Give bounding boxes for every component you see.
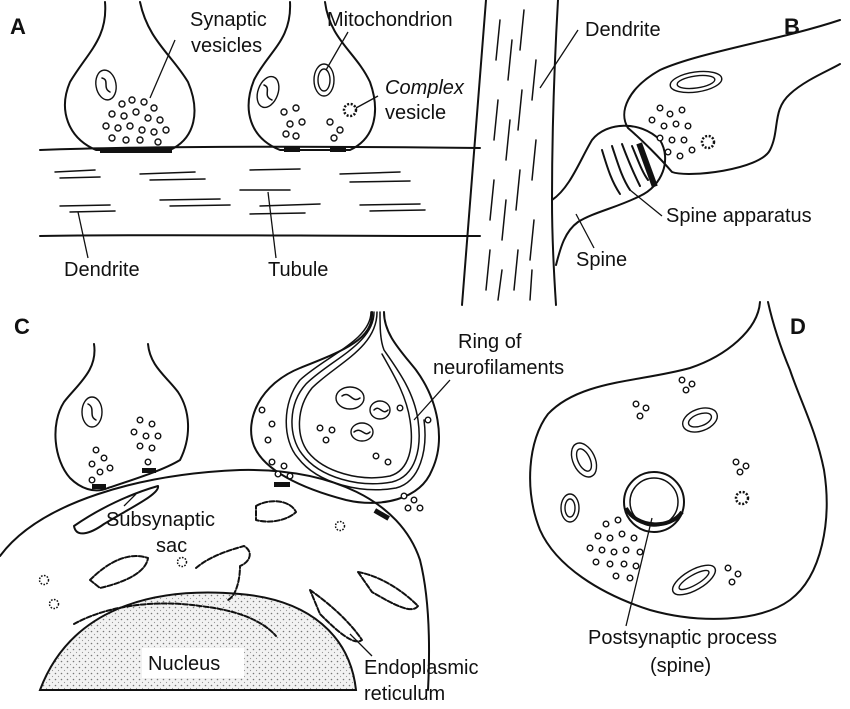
panel-a-mitochondrion-right-1 xyxy=(253,74,283,111)
panel-a-mitochondrion-right-2 xyxy=(314,64,334,96)
panel-b-vesicles xyxy=(649,105,695,159)
panel-d-letter: D xyxy=(790,314,806,339)
panel-a-vesicles-right xyxy=(281,105,343,141)
panel-c-vesicles-right xyxy=(259,405,431,511)
panel-a-synaptic-density-left xyxy=(100,148,172,153)
panel-a-pointer-tubule xyxy=(268,192,276,258)
panel-b-tubules xyxy=(486,10,536,300)
panel-a-label-complex-2: vesicle xyxy=(385,102,446,124)
panel-c-letter: C xyxy=(14,314,30,339)
panel-c-label-nucleus: Nucleus xyxy=(148,653,220,675)
panel-a-label-synaptic-2: vesicles xyxy=(191,35,262,57)
panel-c-synaptic-density-right-1 xyxy=(274,482,290,487)
panel-d-label-postsynaptic-1: Postsynaptic process xyxy=(588,627,777,649)
panel-c-label-er-1: Endoplasmic xyxy=(364,657,479,679)
panel-b-complex-vesicle xyxy=(702,136,714,148)
panel-b-mitochondrion xyxy=(669,68,723,95)
panel-a-label-mitochondrion: Mitochondrion xyxy=(327,9,453,31)
panel-b-label-spine-apparatus: Spine apparatus xyxy=(666,205,812,227)
panel-b-label-dendrite: Dendrite xyxy=(585,19,661,41)
panel-b-pointer-dendrite xyxy=(540,30,578,88)
panel-c-mitochondrion-right-2 xyxy=(370,401,390,419)
panel-c-synaptic-density-left-1 xyxy=(92,484,106,489)
panel-a-dendrite-shaft xyxy=(40,147,480,236)
panel-c-label-subsynaptic-2: sac xyxy=(156,535,187,557)
panel-a-pointer-mitochondrion xyxy=(326,32,348,70)
panel-d-mitochondrion-4 xyxy=(668,559,720,600)
panel-c-mitochondrion-right-1 xyxy=(336,387,364,409)
panel-a-vesicles-left xyxy=(103,97,169,145)
panel-b-label-spine: Spine xyxy=(576,249,627,271)
panel-c: C xyxy=(0,312,564,705)
panel-a-mitochondrion-left xyxy=(94,68,119,101)
panel-b: B xyxy=(462,0,840,305)
panel-a-label-tubule: Tubule xyxy=(268,259,328,281)
panel-d-mitochondrion-3 xyxy=(561,494,579,522)
panel-d-complex-vesicle xyxy=(736,492,748,504)
panel-a-terminal-left xyxy=(65,2,194,153)
panel-d-label-postsynaptic-2: (spine) xyxy=(650,655,711,677)
panel-a-label-complex-1: Complex xyxy=(385,77,465,99)
panel-b-terminal xyxy=(624,20,840,174)
panel-c-terminal-left xyxy=(55,344,188,490)
panel-d-postsynaptic-spine xyxy=(624,472,684,532)
panel-d: D xyxy=(530,302,826,677)
panel-c-terminal-right xyxy=(251,312,439,521)
panel-a-synaptic-density-right-1 xyxy=(284,147,300,152)
panel-d-mitochondrion-1 xyxy=(679,404,720,437)
panel-c-mitochondrion-right-3 xyxy=(351,423,373,441)
panel-a-letter: A xyxy=(10,14,26,39)
panel-a-tubules xyxy=(55,169,425,214)
panel-a-label-synaptic-1: Synaptic xyxy=(190,9,267,31)
panel-d-mitochondrion-2 xyxy=(566,439,601,481)
panel-c-label-subsynaptic-1: Subsynaptic xyxy=(106,509,215,531)
panel-a-complex-vesicle xyxy=(344,104,356,116)
panel-c-pointer-ring xyxy=(414,380,450,420)
panel-c-label-ring-2: neurofilaments xyxy=(433,357,564,379)
panel-a: A xyxy=(10,2,480,281)
panel-c-synaptic-density-right-2 xyxy=(374,508,390,520)
panel-a-label-dendrite: Dendrite xyxy=(64,259,140,281)
panel-c-synaptic-density-left-2 xyxy=(142,468,156,473)
panel-a-synaptic-density-right-2 xyxy=(330,147,346,152)
panel-c-mitochondrion-left xyxy=(82,397,102,427)
panel-c-label-ring-1: Ring of xyxy=(458,331,522,353)
panel-c-label-er-2: reticulum xyxy=(364,683,445,705)
panel-b-dendrite-shaft xyxy=(462,0,558,305)
